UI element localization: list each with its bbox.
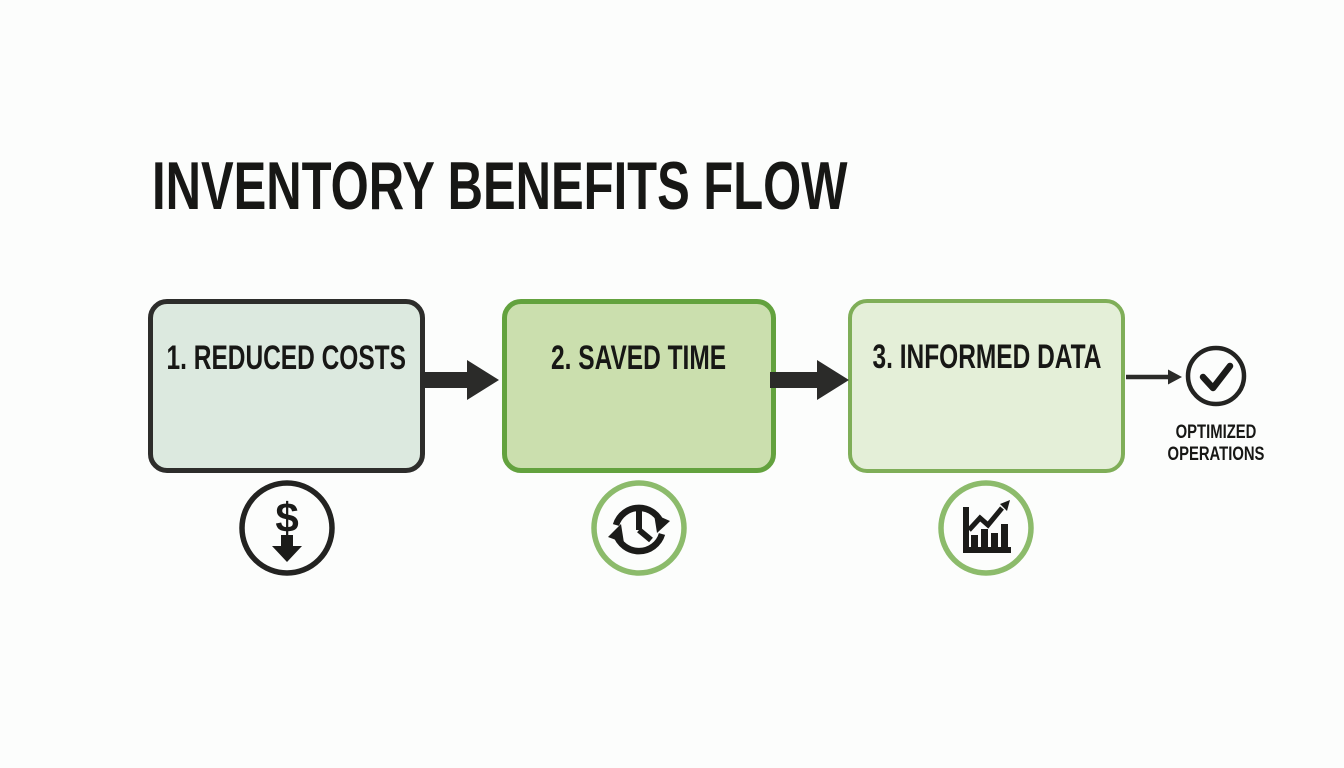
step-label-informed-data: 3. INFORMED DATA [872, 338, 1101, 376]
step-box-reduced-costs: 1. REDUCED COSTS [148, 299, 425, 473]
svg-text:$: $ [275, 494, 298, 541]
page-title: INVENTORY BENEFITS FLOW [152, 152, 1118, 220]
flow-arrow-3-icon [1126, 369, 1182, 385]
page-title-text: INVENTORY BENEFITS FLOW [152, 148, 848, 224]
flow-arrow-1-icon [420, 360, 499, 400]
result-label-line1: OPTIMIZED [1175, 422, 1257, 443]
flow-arrow-2-icon [770, 360, 849, 400]
bar-chart-growth-icon [938, 480, 1034, 576]
check-circle-icon [1185, 345, 1247, 407]
step-box-informed-data: 3. INFORMED DATA [848, 299, 1125, 473]
result-label: OPTIMIZED OPERATIONS [1139, 422, 1293, 467]
step-label-reduced-costs: 1. REDUCED COSTS [166, 339, 407, 377]
result-label-line2: OPERATIONS [1167, 444, 1265, 466]
step-box-saved-time: 2. SAVED TIME [502, 299, 776, 473]
clock-sync-icon [591, 480, 687, 576]
step-label-saved-time: 2. SAVED TIME [551, 339, 727, 377]
dollar-decrease-icon: $ [239, 480, 335, 576]
